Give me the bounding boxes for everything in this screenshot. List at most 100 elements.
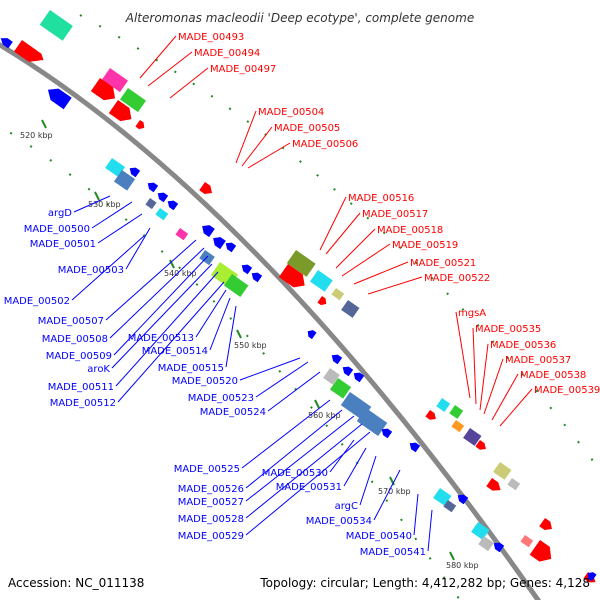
leader-line [267,371,321,412]
gene-label: MADE_00505 [274,123,340,134]
kbp-tick-label: 530 kbp [88,200,121,209]
gene-label: MADE_00523 [188,393,254,404]
gene-features [0,9,597,583]
leader-line [341,243,391,277]
gene-label: MADE_00507 [38,316,104,327]
forward-gene-arrow [199,182,212,194]
gene-label: MADE_00519 [392,240,458,251]
leader-line [455,311,471,399]
kbp-tick-label: 560 kbp [308,411,341,420]
outer-dotted-track [79,14,600,471]
leader-line [499,388,533,427]
reverse-gene-arrow [307,330,317,340]
gene-label: MADE_00511 [48,382,114,393]
leader-line [319,196,347,251]
gene-label: MADE_00535 [475,324,541,335]
label-leader-lines [71,35,533,552]
leader-line [195,289,227,338]
gene-label: MADE_00512 [50,398,116,409]
leader-line [413,493,419,536]
reverse-gene-arrow [342,366,354,377]
gene-label: MADE_00518 [377,225,443,236]
gene-feature-block [309,270,333,292]
gene-feature-block [286,250,316,277]
gene-label: MADE_00521 [410,258,476,269]
gene-label: MADE_00494 [194,48,260,59]
kbp-tick-label: 520 kbp [20,131,53,140]
gene-label: argD [48,208,72,219]
leader-line [109,247,205,339]
leader-line [329,439,355,473]
gene-label: MADE_00524 [200,407,266,418]
gene-label: MADE_00531 [276,482,342,493]
leader-line [367,276,423,295]
kbp-tick-mark [314,399,320,409]
kbp-tick-mark [41,119,47,129]
gene-feature-block [507,478,521,491]
leader-line [225,305,237,368]
reverse-gene-arrow [167,200,179,211]
gene-label: mgsA [458,308,486,319]
reverse-gene-arrow [331,354,343,365]
kbp-tick-mark [449,551,455,561]
gene-label: MADE_00502 [4,296,70,307]
forward-gene-arrow [529,540,552,562]
kbp-tick-mark [389,476,395,486]
forward-gene-arrow [135,120,145,130]
kbp-tick-mark [236,329,242,339]
gene-feature-block [323,368,340,385]
leader-line [373,469,401,521]
leader-line [343,447,367,487]
gene-feature-block [145,198,157,210]
gene-label: MADE_00528 [178,514,244,525]
reverse-gene-arrow [587,572,597,582]
reverse-gene-arrow [213,237,226,250]
kbp-tick-mark [94,191,100,201]
genome-summary-text: Topology: circular; Length: 4,412,282 bp… [259,576,590,590]
kbp-tick-label: 550 kbp [234,341,267,350]
gene-label: MADE_00525 [174,464,240,475]
gene-feature-block [451,420,465,433]
reverse-gene-arrow [493,542,505,553]
leader-line [359,455,377,506]
forward-gene-arrow [90,78,116,101]
leader-line [139,35,177,79]
gene-feature-block [478,536,494,552]
leader-line [325,212,361,255]
reverse-gene-arrow [381,428,393,439]
gene-label: MADE_00517 [362,209,428,220]
leader-line [491,373,519,421]
leader-line [169,67,209,99]
leader-line [335,228,376,269]
gene-label: MADE_00527 [178,497,244,508]
gene-label: MADE_00506 [292,139,358,150]
gene-label: MADE_00514 [142,346,208,357]
forward-gene-arrow [486,478,501,491]
kbp-tick-label: 570 kbp [378,487,411,496]
gene-feature-block [119,88,147,113]
leader-line [235,110,257,164]
leader-line [117,281,225,403]
gene-feature-block [113,170,136,191]
leader-line [115,271,219,387]
leader-line [483,358,504,415]
gene-label: MADE_00534 [306,516,372,527]
gene-feature-block [443,500,457,513]
gene-label: MADE_00500 [24,224,90,235]
reverse-gene-arrow [147,182,159,193]
gene-feature-block [329,378,352,399]
kbp-tick-label: 540 kbp [164,269,197,278]
reverse-gene-arrow [47,88,72,110]
gene-label: MADE_00504 [258,107,324,118]
leader-line [125,227,151,270]
reverse-gene-arrow [225,242,237,253]
gene-feature-block [39,9,73,41]
gene-feature-block [356,408,388,437]
leader-line [245,423,363,519]
gene-label: MADE_00529 [178,531,244,542]
gene-feature-block [471,522,490,540]
leader-line [73,195,111,213]
forward-gene-arrow [278,264,305,288]
gene-label: MADE_00497 [210,64,276,75]
leader-line [97,213,143,244]
